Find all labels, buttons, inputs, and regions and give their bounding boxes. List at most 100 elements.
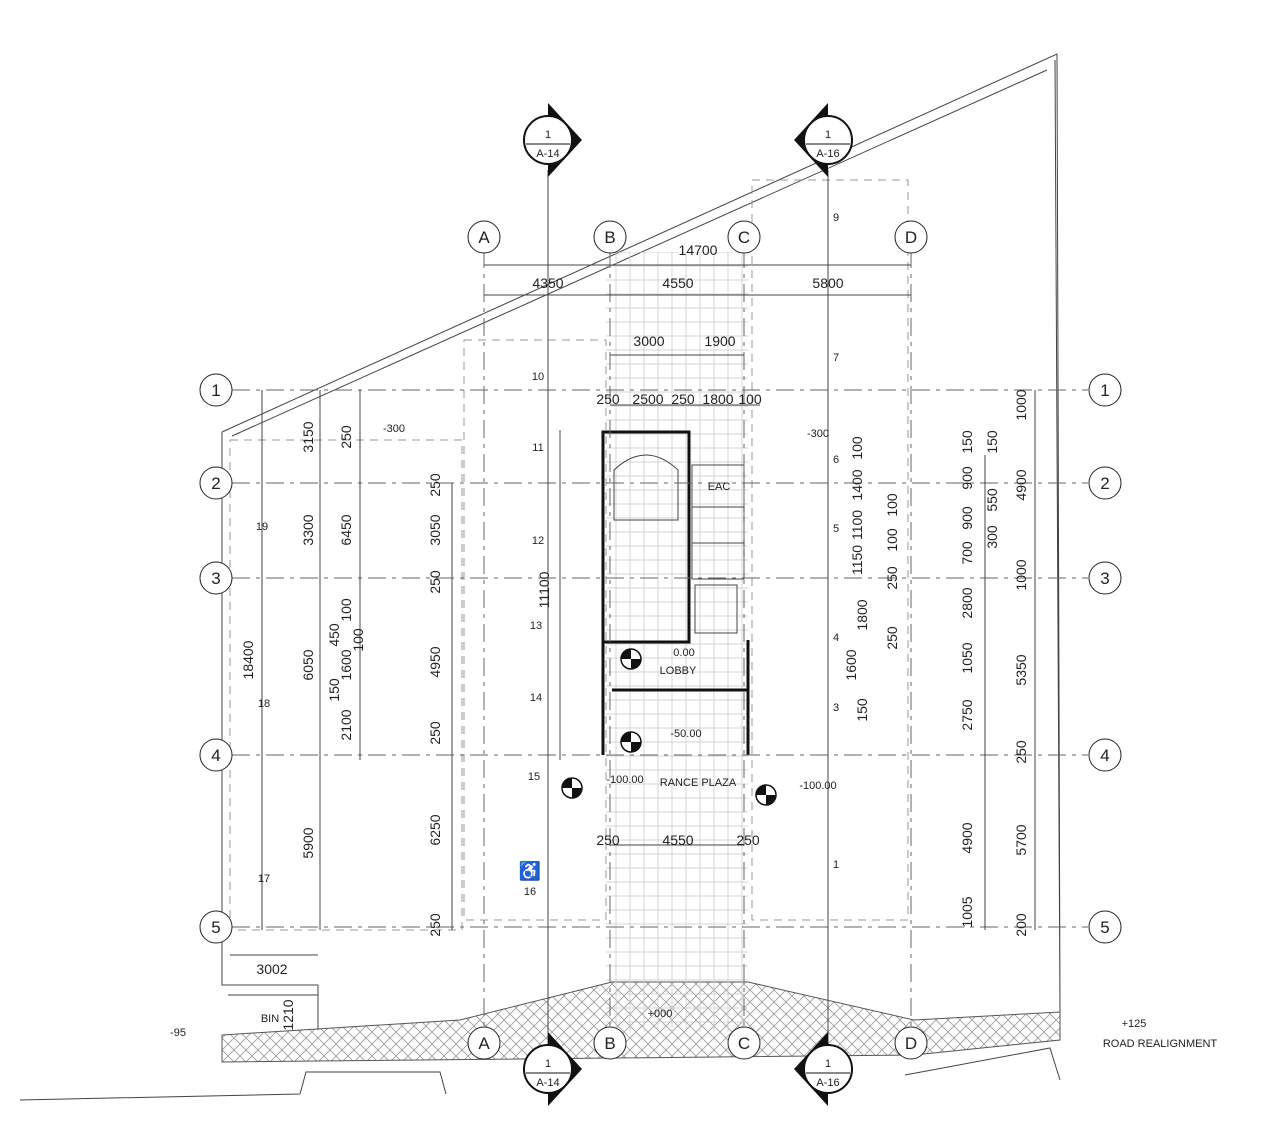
dim-right-150c: 150 bbox=[854, 698, 870, 722]
level-plaza-right: -100.00 bbox=[799, 780, 836, 792]
svg-text:1: 1 bbox=[545, 129, 551, 141]
dimension-lines bbox=[228, 264, 1036, 996]
space-5: 5 bbox=[833, 523, 839, 535]
space-7: 7 bbox=[833, 352, 839, 364]
dim-right-250c: 250 bbox=[884, 626, 900, 650]
dim-left-18400: 18400 bbox=[240, 640, 256, 679]
dim-plaza-250b: 250 bbox=[736, 832, 760, 848]
space-1: 1 bbox=[833, 859, 839, 871]
svg-text:A-16: A-16 bbox=[816, 1077, 839, 1089]
building-outline-right bbox=[751, 179, 909, 921]
level-plaza-left: -100.00 bbox=[606, 774, 643, 786]
dim-right-150: 150 bbox=[959, 430, 975, 454]
stair-arc bbox=[613, 454, 679, 521]
grid-bubble-right-5: 5 bbox=[1088, 910, 1122, 944]
label-road-realignment: ROAD REALIGNMENT bbox=[1103, 1038, 1218, 1050]
svg-text:3: 3 bbox=[211, 569, 220, 588]
dim-right-1400: 1400 bbox=[849, 469, 865, 500]
dim-a-250a: 250 bbox=[427, 473, 443, 497]
dim-top-1900: 1900 bbox=[704, 333, 735, 349]
dim-top-a-b: 4350 bbox=[532, 275, 563, 291]
space-12: 12 bbox=[532, 535, 544, 547]
svg-text:A-14: A-14 bbox=[536, 148, 559, 160]
wheelchair-icon: ♿ bbox=[519, 860, 541, 881]
dim-left-3150: 3150 bbox=[300, 421, 316, 452]
dim-left-150: 150 bbox=[326, 678, 342, 702]
dim-right-1150: 1150 bbox=[849, 545, 865, 575]
dim-left-100: 100 bbox=[338, 598, 354, 622]
space-4: 4 bbox=[833, 632, 839, 644]
dim-top-250b: 250 bbox=[671, 391, 695, 407]
space-13: 13 bbox=[530, 620, 542, 632]
dim-right-100a: 100 bbox=[849, 436, 865, 460]
lobby-walls bbox=[601, 640, 750, 755]
dim-top-c-d: 5800 bbox=[812, 275, 843, 291]
grid-bubble-left-3: 3 bbox=[199, 561, 233, 595]
dim-a-4950: 4950 bbox=[427, 646, 443, 677]
svg-text:5: 5 bbox=[211, 918, 220, 937]
label-bin: BIN bbox=[261, 1013, 279, 1025]
dim-top-total: 14700 bbox=[679, 242, 718, 258]
grid-bubble-bottom-a: A bbox=[467, 1026, 501, 1060]
dim-right-700: 700 bbox=[959, 541, 975, 565]
dim-a-6250: 6250 bbox=[427, 814, 443, 845]
svg-text:1: 1 bbox=[825, 129, 831, 141]
dim-right-1050: 1050 bbox=[959, 642, 975, 673]
space-11: 11 bbox=[532, 442, 543, 454]
svg-text:A: A bbox=[478, 228, 490, 247]
grid-bubble-top-c: C bbox=[727, 220, 761, 254]
level-minus-300-right: -300 bbox=[807, 428, 829, 440]
label-lobby: LOBBY bbox=[660, 665, 697, 677]
space-6: 6 bbox=[833, 454, 839, 466]
dim-a-250b: 250 bbox=[427, 570, 443, 594]
lift-shaft bbox=[694, 584, 738, 634]
grid-bubble-right-1: 1 bbox=[1088, 373, 1122, 407]
dim-right-250b: 250 bbox=[884, 566, 900, 590]
grid-bubble-right-2: 2 bbox=[1088, 466, 1122, 500]
grid-bubble-left-4: 4 bbox=[199, 738, 233, 772]
dim-plaza-4550: 4550 bbox=[662, 832, 693, 848]
building-outline-far-left bbox=[229, 439, 463, 931]
grid-bubble-right-3: 3 bbox=[1088, 561, 1122, 595]
space-15: 15 bbox=[528, 771, 540, 783]
dim-right-2750: 2750 bbox=[959, 699, 975, 730]
dim-left-1600: 1600 bbox=[338, 649, 354, 680]
svg-text:B: B bbox=[604, 1034, 615, 1053]
svg-text:2: 2 bbox=[1100, 474, 1109, 493]
grid-bubble-bottom-c: C bbox=[727, 1026, 761, 1060]
svg-text:3: 3 bbox=[1100, 569, 1109, 588]
road-edge bbox=[19, 1047, 1061, 1101]
label-eac: EAC bbox=[708, 481, 731, 493]
stair-core bbox=[601, 430, 691, 644]
grid-bubble-top-a: A bbox=[467, 220, 501, 254]
space-16: 16 bbox=[524, 886, 536, 898]
space-18: 18 bbox=[258, 698, 270, 710]
svg-text:D: D bbox=[905, 228, 917, 247]
space-14: 14 bbox=[530, 692, 542, 704]
svg-text:D: D bbox=[905, 1034, 917, 1053]
space-19: 19 bbox=[256, 521, 268, 533]
dim-left-1210: 1210 bbox=[280, 999, 296, 1030]
svg-text:C: C bbox=[738, 1034, 750, 1053]
space-3: 3 bbox=[833, 702, 839, 714]
level-minus-300-left: -300 bbox=[383, 423, 405, 435]
section-marker-top-left: 1 A-14 bbox=[523, 103, 582, 177]
space-10: 10 bbox=[532, 371, 544, 383]
svg-text:2: 2 bbox=[211, 474, 220, 493]
level-road-left: -95 bbox=[170, 1027, 186, 1039]
dim-left-6450: 6450 bbox=[338, 514, 354, 545]
grid-bubble-top-d: D bbox=[894, 220, 928, 254]
site-boundary bbox=[221, 53, 1061, 1030]
dim-right-100c: 100 bbox=[884, 528, 900, 552]
dim-right-1600: 1600 bbox=[843, 649, 859, 680]
dim-a-250c: 250 bbox=[427, 721, 443, 745]
svg-text:1: 1 bbox=[825, 1058, 831, 1070]
svg-text:A: A bbox=[478, 1034, 490, 1053]
grid-bubble-left-5: 5 bbox=[199, 910, 233, 944]
section-marker-bottom-right: 1 A-16 bbox=[794, 1032, 853, 1106]
dim-right-550: 550 bbox=[984, 488, 1000, 512]
dim-left-250: 250 bbox=[338, 425, 354, 449]
dim-right-5350: 5350 bbox=[1013, 654, 1029, 685]
grid-bubble-bottom-d: D bbox=[894, 1026, 928, 1060]
